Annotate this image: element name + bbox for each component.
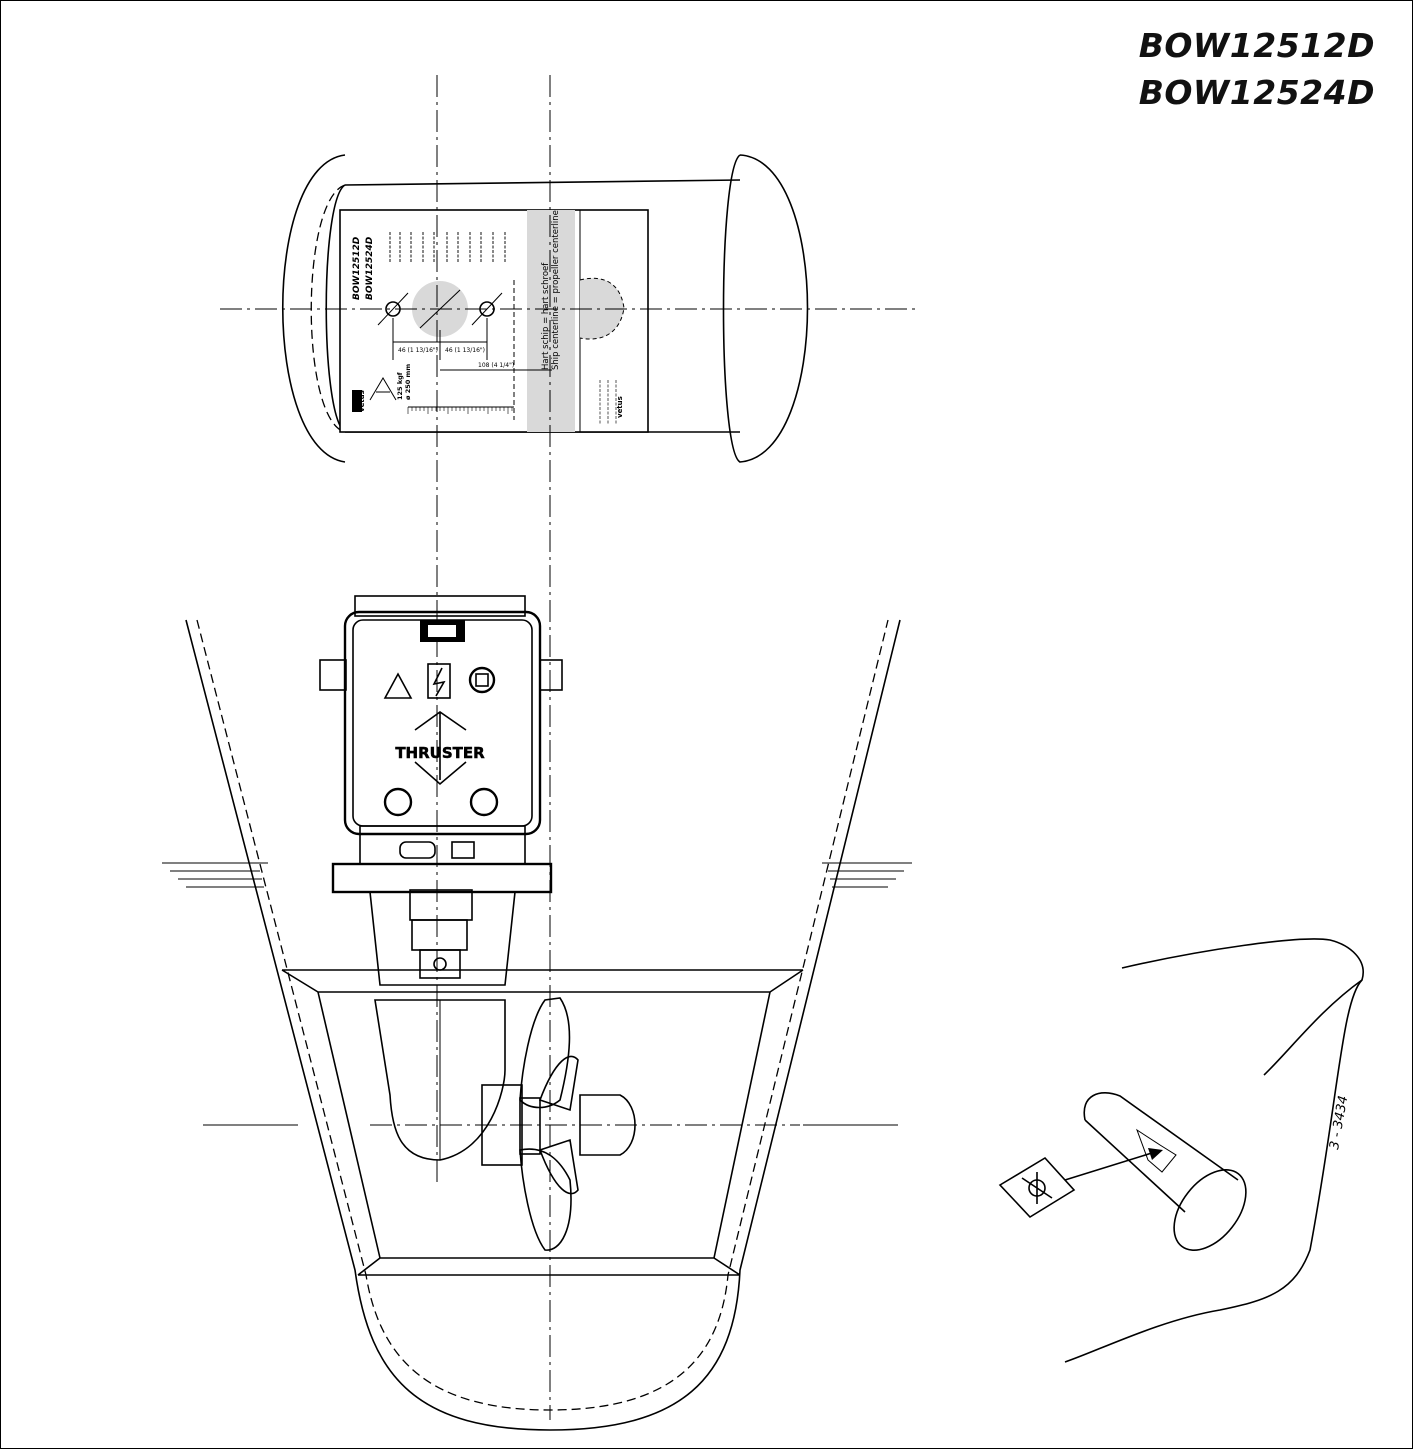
motor-label: THRUSTER [395, 744, 485, 762]
model-number-2: BOW12524D [1138, 73, 1375, 112]
hull-outer [185, 619, 901, 1431]
propeller-blade-top [519, 997, 571, 1109]
template-note-2: Ship centerline = propeller centerline [551, 210, 561, 370]
motor-housing [343, 610, 542, 836]
hull-bow-outline [1064, 938, 1364, 1363]
template-card [998, 1156, 1076, 1219]
propeller-blade-bottom [519, 1148, 572, 1251]
template-thrust: 125 kgf [396, 372, 404, 400]
template-dim-hole-right: 46 (1 13/16") [445, 347, 485, 354]
hull-inner-dashed [196, 619, 889, 1411]
template-centerline-band [527, 210, 575, 432]
waterline-right [822, 862, 912, 888]
template-model-1: BOW12512D [352, 236, 362, 300]
waterline-left [162, 862, 268, 888]
template-dim-offset: 108 (4 1/4") [478, 362, 514, 369]
model-number-1: BOW12512D [1138, 26, 1375, 65]
tunnel-template-view: 46 (1 13/16") 46 (1 13/16") 108 (4 1/4")… [281, 154, 809, 463]
installation-detail: 3 - 3434 [998, 938, 1364, 1363]
cap-right [469, 787, 499, 817]
template-fine-print [389, 232, 617, 425]
propeller [519, 997, 636, 1251]
thruster-motor: THRUSTER [319, 595, 563, 1166]
hull-section [162, 619, 912, 1431]
tunnel-hidden-edge-left [310, 184, 346, 433]
tunnel-flange-left [281, 154, 346, 463]
drawing-code: 3 - 3434 [1327, 1095, 1351, 1151]
cap-left [383, 787, 413, 817]
tunnel-flange-right [722, 154, 809, 463]
electric-hazard-icon [427, 663, 451, 699]
template-tunnel-diameter: ø 250 mm [404, 364, 412, 400]
template-note-1: Hart schip = hart schroef [541, 262, 551, 370]
template-ruler [407, 407, 513, 414]
template-brand-2: vetus [616, 396, 624, 418]
tunnel-cylinder [1083, 1092, 1239, 1181]
manual-icon [468, 666, 496, 694]
warning-icon [383, 672, 413, 699]
thruster-arrows-icon [414, 711, 467, 786]
template-propeller-outline [580, 278, 624, 340]
template-thruster-icon [369, 377, 397, 401]
placement-arrow [1064, 1151, 1156, 1181]
template-model-2: BOW12524D [365, 236, 375, 300]
template-dim-hole-left: 46 (1 13/16") [398, 347, 438, 354]
propeller-hub [579, 1094, 636, 1156]
mounting-flange [331, 862, 553, 894]
